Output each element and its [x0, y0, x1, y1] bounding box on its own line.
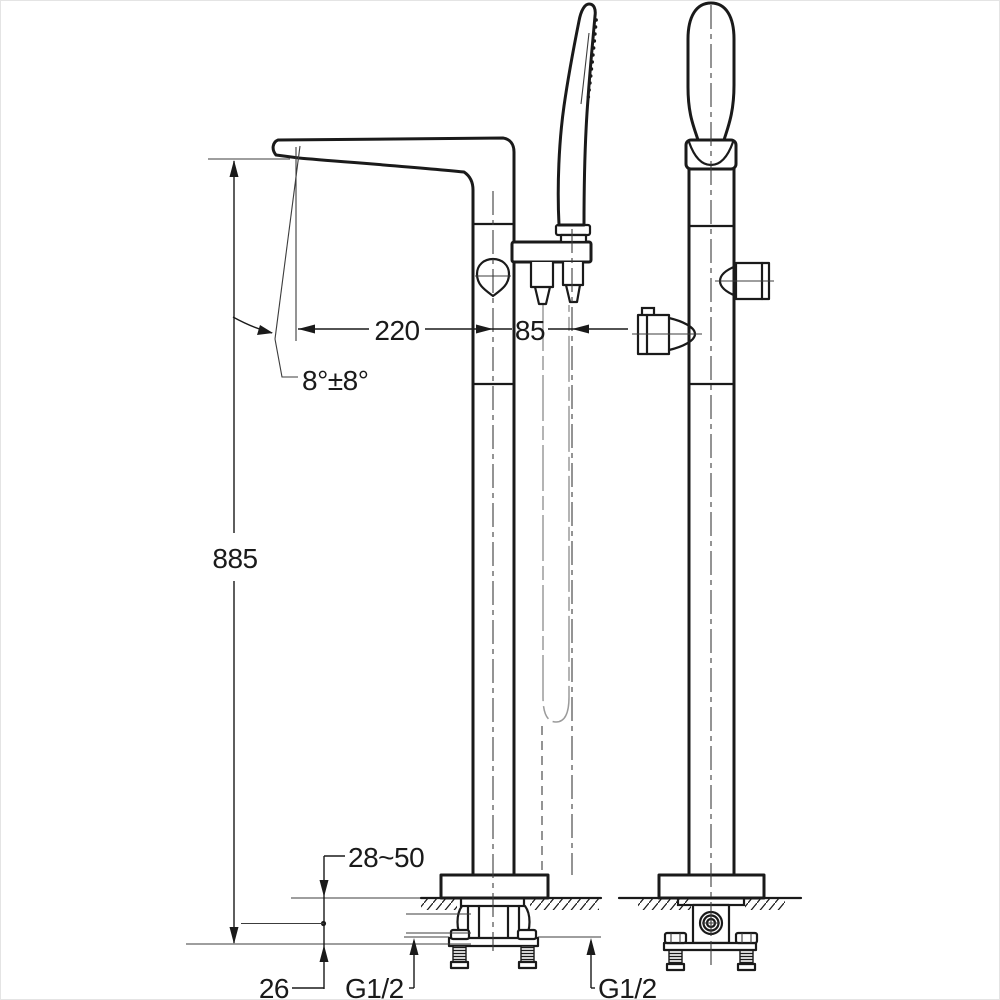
side-bolt-foot-left	[665, 962, 686, 972]
dim-inlet-axis-offset-label: 26	[259, 973, 289, 1000]
side-mounting-plate	[662, 941, 758, 952]
side-bolt-thread-left	[668, 949, 683, 966]
floor-hatch-side-right	[745, 899, 785, 910]
front-view	[271, 2, 603, 970]
side-bolt-thread-right	[739, 949, 754, 966]
front-bolt-foot-left	[449, 960, 470, 970]
arrow-down-floor	[319, 880, 329, 897]
side-bolt-head-right	[734, 931, 759, 945]
spout-and-riser-outline	[271, 136, 516, 877]
arrow-up-thread-right	[586, 938, 596, 955]
handshower-hose	[542, 305, 570, 723]
dim-height-label: 885	[212, 543, 257, 574]
arrow-up-885	[229, 160, 239, 177]
front-bolt-head-right	[516, 928, 538, 941]
spout-tilt-line	[274, 145, 301, 340]
dim-inlet-thread-left-label: G1/2	[345, 973, 404, 1000]
floor-hatch-front-right	[530, 899, 599, 910]
dim-mounting-depth-label: 28~50	[348, 842, 424, 873]
dim-spout-reach-label: 220	[374, 315, 419, 346]
handshower-neck	[559, 233, 588, 244]
side-view	[617, 1, 803, 972]
arrow-angle-arc	[257, 325, 273, 335]
floor-hatch-side-left	[638, 899, 691, 910]
dim-spout-angle-label: 8°±8°	[302, 365, 368, 396]
angle-leader	[274, 338, 298, 378]
handshower-face-crease	[580, 32, 590, 105]
front-base-flange	[439, 873, 550, 900]
side-bolt-foot-right	[736, 962, 757, 972]
side-bolt-head-left	[663, 931, 688, 945]
spray-nozzle-dots	[586, 18, 598, 99]
arrow-left-85	[572, 324, 589, 334]
dim-handshower-offset-label: 85	[515, 315, 545, 346]
handshower-holder	[510, 240, 593, 264]
front-bolt-thread-right	[520, 945, 535, 964]
dim-inlet-thread-right-label: G1/2	[598, 973, 657, 1000]
side-bolt-hex-facets	[670, 933, 752, 943]
arrow-up-plate	[319, 945, 329, 962]
floor-hatch-front-left	[421, 899, 457, 910]
hose-connector	[529, 262, 555, 306]
arrow-left-220	[298, 324, 315, 334]
handshower-tail-connector	[561, 262, 585, 304]
arrow-up-thread-left	[409, 938, 419, 955]
handshower-wand	[556, 2, 597, 227]
arrow-right-220	[476, 324, 493, 334]
front-bolt-thread-left	[452, 945, 467, 964]
front-bolt-head-left	[449, 928, 471, 941]
front-bolt-foot-right	[517, 960, 538, 970]
dimension-annotations: 885 220 85 8°±8° 28~50 26 G1/2	[186, 145, 657, 1000]
arrow-down-885	[229, 927, 239, 944]
